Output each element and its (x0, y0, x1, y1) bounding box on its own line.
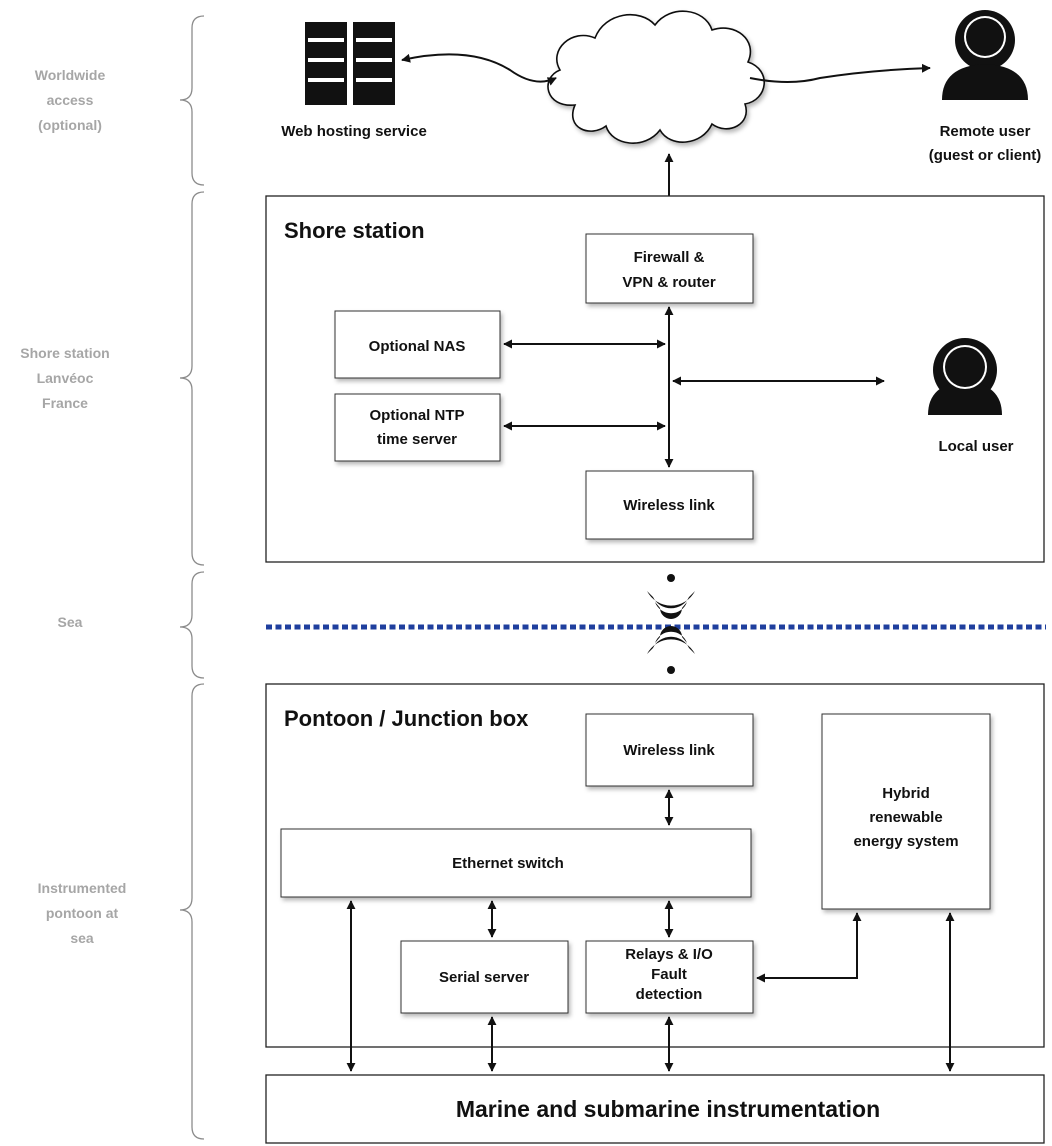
instrumentation-frame (265, 1074, 1045, 1144)
remote-user-icon (942, 10, 1028, 100)
section-label-worldwide-2: access (47, 92, 94, 108)
serial-server-box (400, 940, 569, 1014)
nas-label: Optional NAS (369, 338, 466, 355)
section-sea: Sea (58, 571, 205, 679)
shore-wireless-box (585, 470, 754, 540)
server-rack-icon (305, 22, 395, 105)
bracket-sea (179, 571, 205, 679)
relays-label-3: detection (636, 986, 703, 1003)
remote-user-label-1: Remote user (940, 123, 1031, 140)
cloud-icon (547, 10, 765, 144)
section-worldwide: Worldwide access (optional) (35, 15, 205, 186)
ethernet-switch-box (280, 828, 752, 898)
bracket-shore (179, 191, 205, 566)
wifi-down-icon (647, 574, 695, 619)
relays-label-2: Fault (651, 966, 687, 983)
energy-label-1: Hybrid (882, 785, 930, 802)
local-user-icon (928, 338, 1002, 415)
section-label-pontoon-2: pontoon at (46, 905, 119, 921)
section-label-pontoon-3: sea (70, 930, 94, 946)
energy-label-3: energy system (853, 833, 958, 850)
section-pontoon: Instrumented pontoon at sea (38, 683, 205, 1140)
section-label-pontoon-1: Instrumented (38, 880, 127, 896)
section-label-shore-2: Lanvéoc (37, 370, 94, 386)
nas-box (334, 310, 501, 379)
relays-label-1: Relays & I/O (625, 946, 713, 963)
wifi-up-icon (647, 626, 695, 674)
bracket-pontoon (179, 683, 205, 1140)
ntp-box (334, 393, 501, 462)
bracket-worldwide (179, 15, 205, 186)
connector-hosting-cloud (401, 53, 557, 86)
web-hosting-label: Web hosting service (281, 123, 427, 140)
section-label-worldwide-1: Worldwide (35, 67, 106, 83)
energy-box (821, 713, 991, 910)
energy-label-2: renewable (869, 809, 942, 826)
firewall-label-2: VPN & router (622, 274, 716, 291)
ethernet-switch-label: Ethernet switch (452, 855, 564, 872)
pontoon-wireless-box (585, 713, 754, 787)
firewall-box (585, 233, 754, 304)
firewall-label-1: Firewall & (634, 249, 705, 266)
pontoon-title: Pontoon / Junction box (284, 706, 529, 731)
section-shore: Shore station Lanvéoc France (20, 191, 205, 566)
serial-server-label: Serial server (439, 969, 529, 986)
section-label-shore-1: Shore station (20, 345, 109, 361)
section-label-shore-3: France (42, 395, 88, 411)
section-label-sea: Sea (58, 614, 83, 630)
shore-station-title: Shore station (284, 218, 425, 243)
instrumentation-label: Marine and submarine instrumentation (456, 1096, 880, 1122)
shore-wireless-label: Wireless link (623, 497, 715, 514)
remote-user-label-2: (guest or client) (929, 147, 1042, 164)
pontoon-wireless-label: Wireless link (623, 742, 715, 759)
connector-relays-energy (756, 912, 862, 983)
section-label-worldwide-3: (optional) (38, 117, 102, 133)
ntp-label-1: Optional NTP (370, 407, 465, 424)
connector-cloud-remote (749, 63, 931, 83)
relays-box (585, 940, 754, 1014)
local-user-label: Local user (938, 438, 1013, 455)
ntp-label-2: time server (377, 431, 457, 448)
